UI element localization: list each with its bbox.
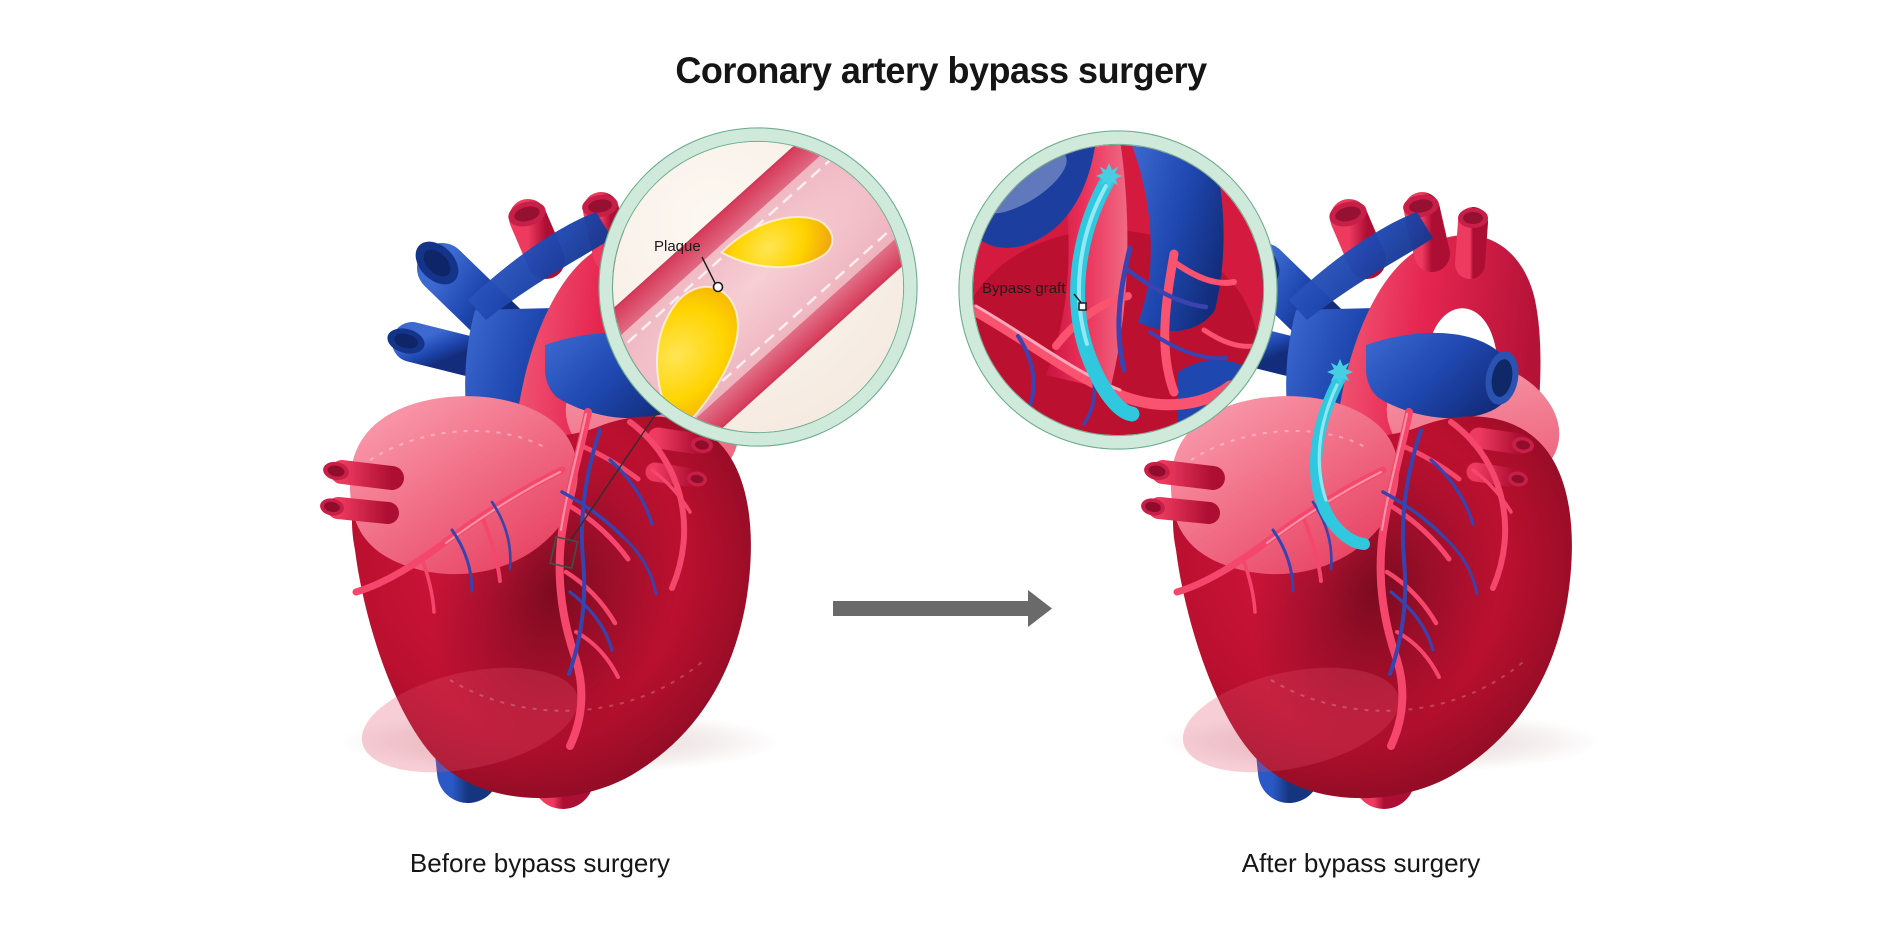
plaque-label: Plaque <box>654 238 701 255</box>
plaque-marker <box>712 281 724 293</box>
plaque-deposit-large <box>656 286 739 432</box>
inset-plaque-magnifier: Plaque <box>598 127 918 447</box>
panel-before <box>319 193 780 799</box>
bypass-marker <box>1078 302 1087 311</box>
plaque-leader-line <box>701 256 716 284</box>
bypass-graft-label: Bypass graft <box>982 280 1066 297</box>
inset-bypass-magnifier: Bypass graft <box>958 130 1278 450</box>
before-caption: Before bypass surgery <box>410 848 670 878</box>
plaque-deposit-small <box>719 216 834 269</box>
right-arrow-icon <box>833 590 1052 627</box>
after-caption: After bypass surgery <box>1242 848 1480 878</box>
panel-after <box>1140 193 1601 799</box>
graft-anastomosis-star <box>1096 163 1122 189</box>
graft-anastomosis-star <box>1327 359 1353 385</box>
page-title: Coronary artery bypass surgery <box>675 49 1207 92</box>
blockage-pointer <box>549 401 665 570</box>
bypass-graft-vessel <box>1309 359 1370 550</box>
